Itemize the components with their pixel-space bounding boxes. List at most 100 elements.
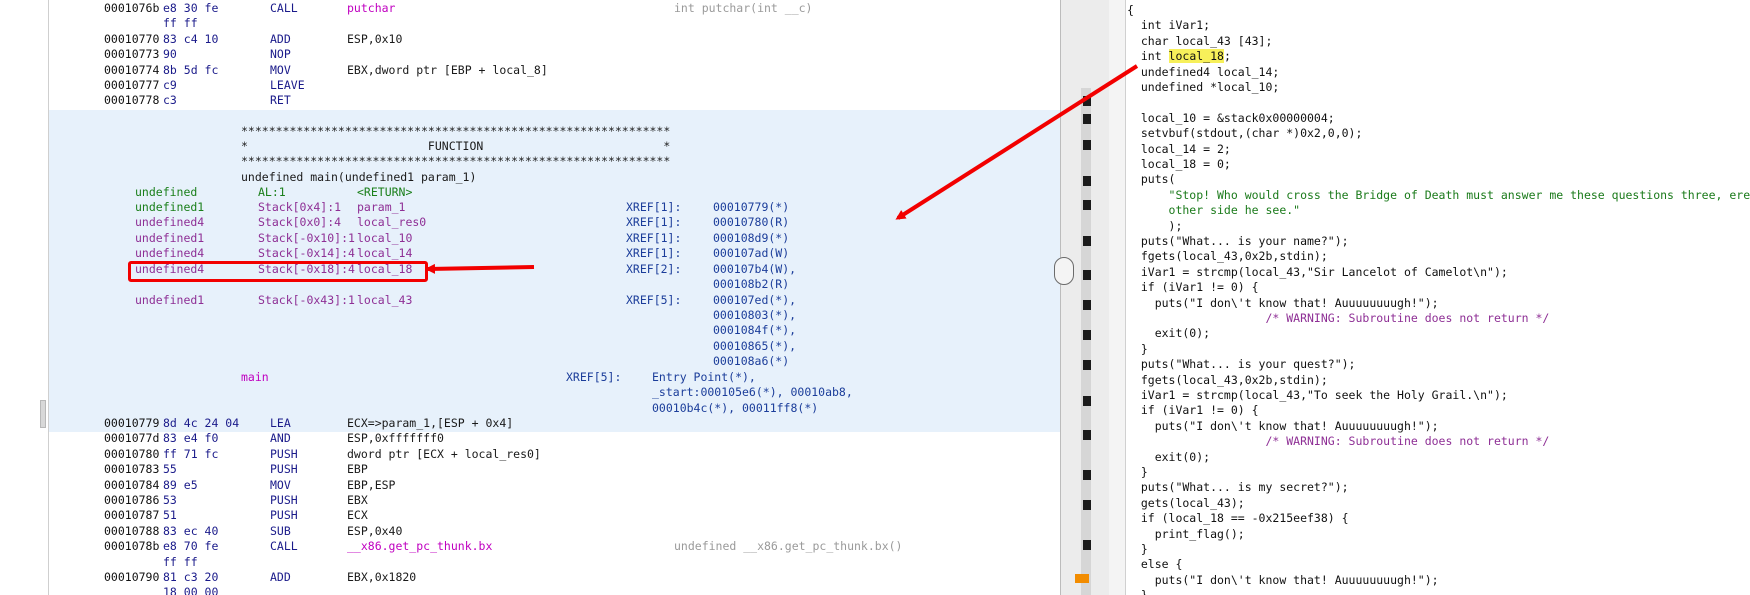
decompiler-code-line[interactable]: puts( [1127,172,1176,187]
instr-address: 00010786 [104,493,160,507]
var-name: <RETURN> [357,185,413,199]
var-storage: Stack[-0x14]:4 [258,246,355,260]
decompiler-code-line[interactable]: { [1127,3,1134,17]
decompiler-code-line[interactable]: local_14 = 2; [1127,141,1231,156]
instr-bytes: 83 c4 10 [163,31,219,46]
decompiler-code-line[interactable]: if (iVar1 != 0) { [1127,403,1259,418]
listing-margin-marker [40,400,46,428]
decompiler-code-line[interactable]: } [1127,465,1148,479]
decompiler-code-line[interactable]: print_flag(); [1127,526,1245,541]
decompiler-code-line[interactable]: local_10 = &stack0x00000004; [1127,110,1335,125]
var-type: undefined4 [135,262,205,276]
decompiler-code-line[interactable]: if (iVar1 != 0) { [1127,280,1259,295]
instr-bytes: 83 e4 f0 [163,431,219,446]
instr-operand: ESP,0x10 [347,31,403,46]
decompiler-code-line[interactable]: } [1127,588,1148,595]
decompiler-code-line[interactable]: int local_18; [1127,49,1231,64]
var-name: local_43 [357,293,413,307]
instr-operand: ESP,0xfffffff0 [347,431,444,446]
var-xref-label: XREF[1]: [626,246,682,260]
decompiler-code-line[interactable]: char local_43 [43]; [1127,33,1273,48]
scrollbar-tick [1083,200,1091,210]
instr-address: 00010780 [104,446,160,461]
decompiler-code-line[interactable]: fgets(local_43,0x2b,stdin); [1127,249,1328,264]
instr-comment: int putchar(int __c) [674,1,813,15]
main-xref-label: XREF[5]: [566,370,622,384]
instr-address: 0001078b [104,539,160,554]
decompiler-code-line[interactable]: else { [1127,557,1183,572]
decompiler-code-line[interactable]: /* WARNING: Subroutine does not return *… [1127,434,1550,449]
decompiler-code-line[interactable]: "Stop! Who would cross the Bridge of Dea… [1127,187,1750,202]
decompiler-code-line[interactable]: int iVar1; [1127,18,1211,33]
local18-highlight-box [128,261,428,282]
decompiler-code-line[interactable]: puts("What... is my secret?"); [1127,480,1349,495]
decompiler-code-line[interactable]: puts("I don\'t know that! Auuuuuuuugh!")… [1127,572,1439,587]
main-xref-entry: _start:000105e6(*), 00010ab8, [652,385,853,400]
var-storage: Stack[-0x43]:1 [258,293,355,307]
overview-scrollbar[interactable] [1081,88,1091,595]
decompiler-code-line[interactable]: undefined4 local_14; [1127,64,1280,79]
decompiler-code-line[interactable]: } [1127,341,1148,356]
decompiler-code-line[interactable]: undefined *local_10; [1127,80,1280,94]
split-handle[interactable] [1054,257,1074,285]
instr-operand: EBX,0x1820 [347,570,417,584]
instr-bytes: 90 [163,47,177,62]
instr-bytes: 81 c3 20 [163,570,219,584]
instr-address: 00010788 [104,523,160,538]
var-name: local_18 [357,262,413,276]
decompiler-code-line[interactable]: exit(0); [1127,449,1211,464]
function-stars-bottom: ****************************************… [241,154,671,168]
var-xref-addrs: 0001084f(*), [713,323,797,338]
decompiler-code-line[interactable]: iVar1 = strcmp(local_43,"Sir Lancelot of… [1127,264,1508,279]
var-xref-label: XREF[5]: [626,293,682,307]
var-type: undefined4 [135,246,205,260]
decompiler-code-line[interactable]: puts("What... is your quest?"); [1127,357,1356,372]
var-xref-addrs: 000107ed(*), [713,293,797,307]
instr-address: 00010770 [104,31,160,46]
scrollbar-tick [1083,236,1091,246]
var-xref-addrs: 000108b2(R) [713,277,790,291]
highlighted-token-local18[interactable]: local_18 [1168,49,1224,64]
instr-bytes: e8 30 fe [163,1,219,15]
decompiler-code-line[interactable]: puts("I don\'t know that! Auuuuuuuugh!")… [1127,295,1439,310]
decompiler-code-line[interactable]: ); [1127,218,1183,233]
var-xref-addrs: 000108a6(*) [713,354,790,369]
decompiler-code-line[interactable]: /* WARNING: Subroutine does not return *… [1127,311,1550,325]
decompiler-code-line[interactable]: if (local_18 == -0x215eef38) { [1127,511,1349,526]
main-label: main [241,370,269,384]
var-xref-label: XREF[1]: [626,200,682,214]
instr-address: 00010774 [104,62,160,77]
decompiler-code-line[interactable]: gets(local_43); [1127,495,1245,510]
instr-mnemonic: LEAVE [270,78,305,92]
var-xref-addrs: 000107ad(W) [713,246,790,260]
instr-operand: EBX,dword ptr [EBP + local_8] [347,62,548,77]
scrollbar-tick [1083,330,1091,340]
decompiler-code-line[interactable]: exit(0); [1127,326,1211,341]
instr-address: 00010783 [104,462,160,477]
var-storage: Stack[0x4]:1 [258,200,342,214]
decompiler-code-line[interactable]: puts("What... is your name?"); [1127,234,1349,248]
decompiler-code-line[interactable]: fgets(local_43,0x2b,stdin); [1127,372,1328,387]
scrollbar-tick [1083,396,1091,406]
instr-mnemonic: MOV [270,477,291,492]
decompiler-code-line[interactable]: other side he see." [1127,203,1301,218]
instr-operand: ECX [347,508,368,523]
decompiler-code-line[interactable]: local_18 = 0; [1127,157,1231,171]
decompiler-code-line[interactable]: } [1127,542,1148,556]
instr-operand: putchar [347,1,396,15]
instr-mnemonic: MOV [270,62,291,77]
var-name: local_res0 [357,215,427,229]
instr-mnemonic: PUSH [270,493,298,507]
instr-mnemonic: RET [270,93,291,108]
instr-mnemonic: CALL [270,1,298,15]
decompiler-panel[interactable]: 6{7 int iVar1;8 char local_43 [43];9 int… [1126,0,1750,595]
instr-bytes: 18 00 00 [163,585,219,595]
decompiler-code-line[interactable]: iVar1 = strcmp(local_43,"To seek the Hol… [1127,388,1508,402]
decompiler-code-line[interactable]: puts("I don\'t know that! Auuuuuuuugh!")… [1127,418,1439,433]
instr-operand: EBP,ESP [347,477,396,492]
instr-mnemonic: LEA [270,416,291,430]
instr-bytes: 83 ec 40 [163,523,219,538]
decompiler-code-line[interactable]: setvbuf(stdout,(char *)0x2,0,0); [1127,126,1363,141]
instr-address: 00010784 [104,477,160,492]
